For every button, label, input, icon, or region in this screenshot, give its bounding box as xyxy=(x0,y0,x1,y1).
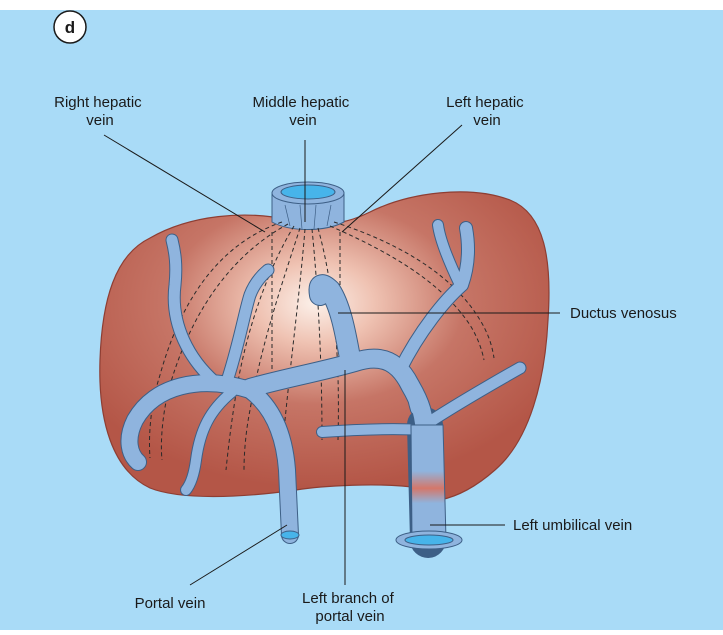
label-left-hepatic-vein-line2: vein xyxy=(473,112,501,129)
inferior-vena-cava xyxy=(272,182,344,230)
label-left-hepatic-vein-line1: Left hepatic xyxy=(446,94,524,111)
label-middle-hepatic-vein-line1: Middle hepatic xyxy=(253,94,350,111)
background-top-band xyxy=(0,0,723,10)
label-ductus-venosus: Ductus venosus xyxy=(570,305,677,322)
panel-letter: d xyxy=(65,18,75,37)
label-right-hepatic-vein-line1: Right hepatic xyxy=(54,94,142,111)
portal-vein-end xyxy=(281,531,299,539)
label-left-umbilical-vein: Left umbilical vein xyxy=(513,517,632,534)
label-middle-hepatic-vein-line2: vein xyxy=(289,112,317,129)
label-portal-vein: Portal vein xyxy=(135,595,206,612)
label-right-hepatic-vein-line2: vein xyxy=(86,112,114,129)
label-left-branch-portal-vein-line2: portal vein xyxy=(315,608,384,625)
label-left-branch-portal-vein-line1: Left branch of xyxy=(302,590,395,607)
label-left-branch-portal-vein: Left branch of portal vein xyxy=(302,590,398,625)
